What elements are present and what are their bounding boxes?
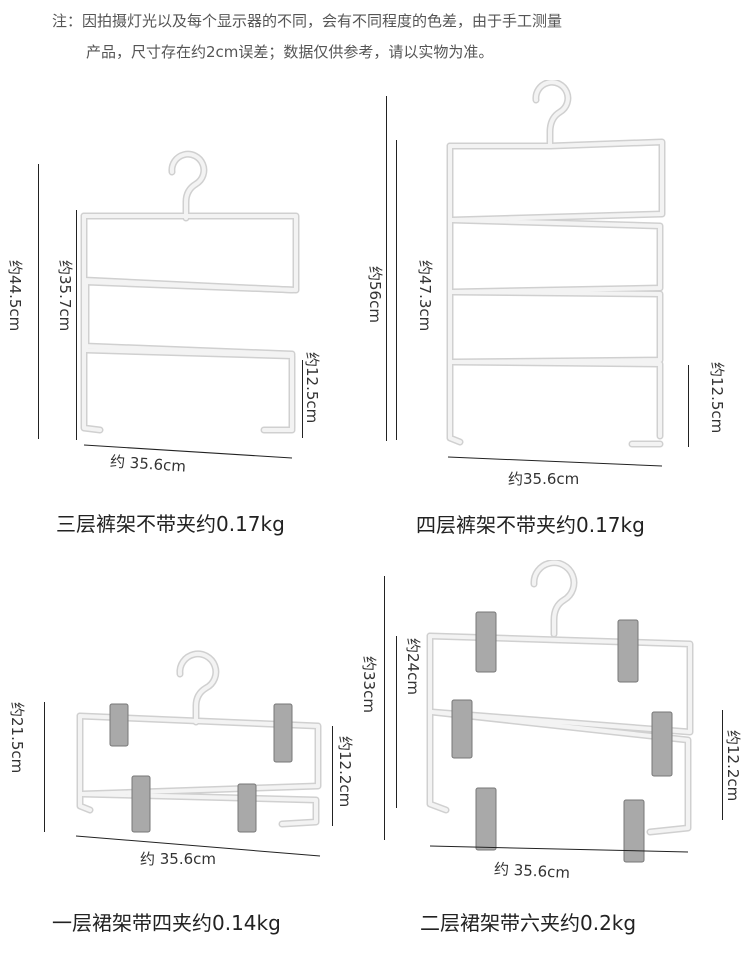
body-height-label: 约35.7cm xyxy=(56,260,74,332)
width-label: 约 35.6cm xyxy=(109,452,187,476)
bar-height-label: 约12.2cm xyxy=(336,736,354,808)
product-four-tier-pants-hanger: 约56cm 约47.3cm 约12.5cm 约35.6cm 四层裤架不带夹约0.… xyxy=(360,80,750,550)
total-height-label: 约44.5cm xyxy=(6,260,24,332)
total-height-label: 约33cm xyxy=(360,656,378,713)
width-label: 约35.6cm xyxy=(508,470,580,488)
note-line-1: 注：因拍摄灯光以及每个显示器的不同，会有不同程度的色差，由于手工测量 xyxy=(52,12,563,30)
total-height-label: 约56cm xyxy=(366,266,384,323)
product-two-tier-skirt-hanger: 约33cm 约24cm 约12.2cm 约 35.6cm 二层裙架带六夹约0.2… xyxy=(360,560,750,972)
product-caption: 三层裤架不带夹约0.17kg xyxy=(56,512,285,536)
two-tier-skirt-hanger-illustration xyxy=(426,560,694,863)
product-caption: 一层裙架带四夹约0.14kg xyxy=(52,911,281,935)
bar-height-label: 约12.5cm xyxy=(708,362,726,434)
body-height-label: 约24cm xyxy=(404,638,422,695)
body-height-label: 约47.3cm xyxy=(416,260,434,332)
clip-group xyxy=(109,703,293,833)
product-caption: 二层裙架带六夹约0.2kg xyxy=(420,911,637,935)
width-label: 约 35.6cm xyxy=(140,850,217,868)
bar-height-label: 约12.2cm xyxy=(724,730,742,802)
product-caption: 四层裤架不带夹约0.17kg xyxy=(416,513,645,537)
disclaimer-note: 注：因拍摄灯光以及每个显示器的不同，会有不同程度的色差，由于手工测量 产品，尺寸… xyxy=(52,6,732,68)
three-tier-hanger-illustration xyxy=(80,150,300,459)
product-three-tier-pants-hanger: 约44.5cm 约35.7cm 约12.5cm 约 35.6cm 三层裤架不带夹… xyxy=(0,150,360,550)
clip-group xyxy=(451,611,673,863)
one-tier-skirt-hanger-illustration xyxy=(75,650,322,857)
product-one-tier-skirt-hanger: 约21.5cm 约12.2cm 约 35.6cm 一层裙架带四夹约0.14kg xyxy=(0,640,360,972)
four-tier-hanger-illustration xyxy=(446,80,666,467)
total-height-label: 约21.5cm xyxy=(8,702,26,774)
note-line-2: 产品，尺寸存在约2cm误差；数据仅供参考，请以实物为准。 xyxy=(86,43,494,61)
bar-height-label: 约12.5cm xyxy=(303,352,321,424)
width-label: 约 35.6cm xyxy=(493,860,571,882)
